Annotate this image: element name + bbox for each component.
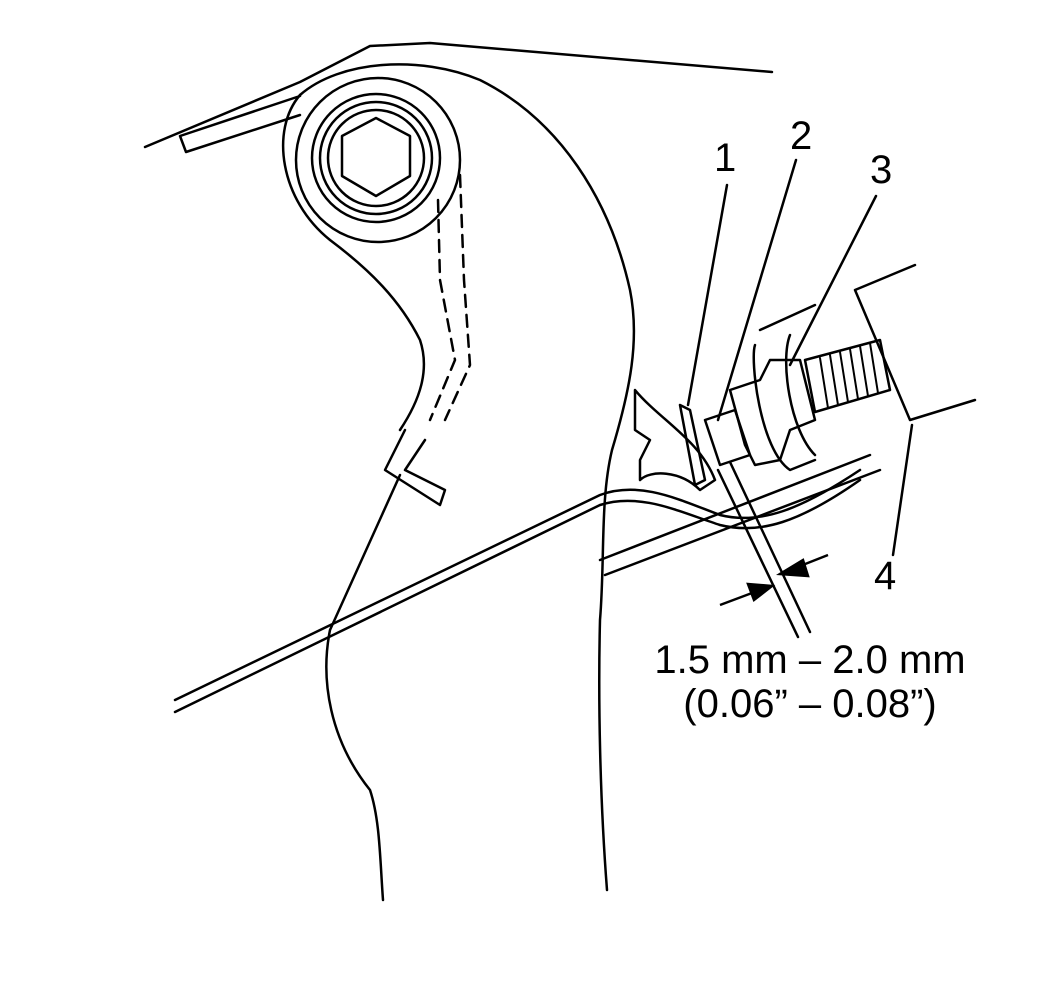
cable-lower xyxy=(173,478,862,714)
lever-arm-outline xyxy=(298,63,636,892)
pivot-washer-outer xyxy=(294,76,462,244)
housing-top-edge xyxy=(143,41,774,149)
washer-1 xyxy=(678,403,707,487)
callout-4: 4 xyxy=(874,554,897,598)
mounting-plate-4 xyxy=(853,263,977,422)
adjuster-bracket xyxy=(752,303,817,472)
housing-left-edge xyxy=(325,473,402,902)
leader-3 xyxy=(788,194,878,367)
hidden-link-dashed xyxy=(428,173,472,422)
adjuster-nut-3 xyxy=(728,358,817,467)
callout-1: 1 xyxy=(714,136,737,180)
cable-upper xyxy=(173,468,862,702)
pivot-washer xyxy=(310,92,442,224)
pivot-washer-inner2 xyxy=(326,108,426,208)
pawl-hook xyxy=(383,428,447,507)
dim-extension-right xyxy=(728,460,812,634)
leader-2 xyxy=(716,158,798,422)
leader-1 xyxy=(686,183,729,407)
threaded-rod xyxy=(803,338,892,414)
hex-bolt-head-icon xyxy=(340,116,412,198)
callout-3: 3 xyxy=(870,148,893,192)
arrow-left-icon xyxy=(776,558,810,578)
dimension-metric: 1.5 mm – 2.0 mm xyxy=(654,638,966,682)
lever-pivot-outline xyxy=(281,93,426,432)
dimension-imperial: (0.06” – 0.08”) xyxy=(683,682,937,726)
clevis-bracket xyxy=(633,388,717,492)
dim-extension-left xyxy=(716,468,800,639)
leader-4 xyxy=(891,423,914,557)
bracket-tab xyxy=(178,94,302,154)
arrow-right-icon xyxy=(746,582,776,603)
callout-2: 2 xyxy=(790,114,813,158)
dimension-arrows xyxy=(719,553,829,607)
pivot-washer-inner xyxy=(318,100,434,216)
rod-threads xyxy=(819,342,879,409)
